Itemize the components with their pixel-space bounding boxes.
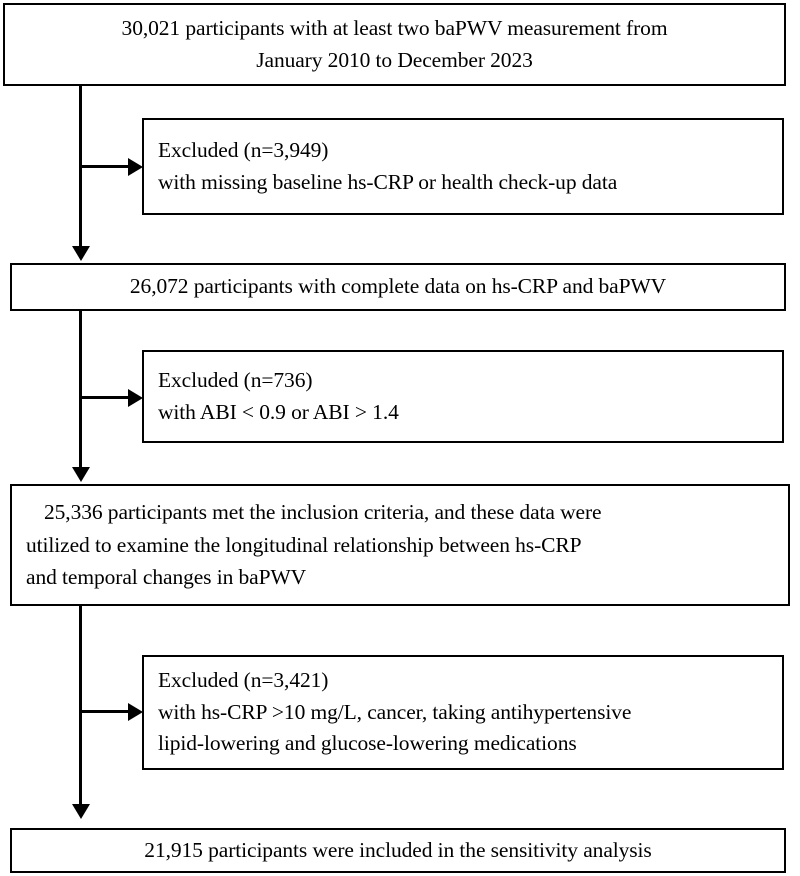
node-sensitivity-analysis-line-1: 21,915 participants were included in the…: [144, 837, 652, 862]
node-excluded-2-line-1: Excluded (n=736): [158, 368, 313, 393]
node-excluded-3-line-1: Excluded (n=3,421): [158, 668, 329, 693]
connector-branch-3: [79, 710, 129, 713]
node-included-analysis: 25,336 participants met the inclusion cr…: [10, 484, 790, 606]
node-excluded-3: Excluded (n=3,421) with hs-CRP >10 mg/L,…: [142, 655, 784, 770]
node-excluded-3-line-3: lipid-lowering and glucose-lowering medi…: [158, 731, 577, 756]
node-excluded-2: Excluded (n=736) with ABI < 0.9 or ABI >…: [142, 350, 784, 443]
node-sensitivity-analysis: 21,915 participants were included in the…: [10, 828, 786, 873]
node-enrolled-line-1: 30,021 participants with at least two ba…: [121, 16, 668, 41]
connector-arrow-to-excluded-1: [128, 157, 143, 176]
node-excluded-3-line-2: with hs-CRP >10 mg/L, cancer, taking ant…: [158, 699, 632, 724]
node-excluded-1-line-1: Excluded (n=3,949): [158, 138, 329, 163]
connector-arrow-to-excluded-3: [128, 702, 143, 721]
node-complete-data-line-1: 26,072 participants with complete data o…: [129, 274, 667, 299]
node-complete-data: 26,072 participants with complete data o…: [10, 263, 786, 311]
connector-trunk-2: [79, 311, 82, 467]
connector-arrow-to-included-analysis: [71, 467, 90, 482]
node-excluded-1: Excluded (n=3,949) with missing baseline…: [142, 118, 784, 215]
node-enrolled-participants: 30,021 participants with at least two ba…: [3, 3, 786, 86]
connector-branch-2: [79, 396, 129, 399]
node-included-analysis-line-1: 25,336 participants met the inclusion cr…: [44, 499, 602, 524]
connector-arrow-to-sensitivity-analysis: [71, 804, 90, 819]
connector-arrow-to-excluded-2: [128, 388, 143, 407]
node-included-analysis-line-3: and temporal changes in baPWV: [26, 565, 307, 590]
connector-arrow-to-complete-data: [71, 246, 90, 261]
node-included-analysis-line-2: utilized to examine the longitudinal rel…: [26, 532, 582, 557]
node-excluded-2-line-2: with ABI < 0.9 or ABI > 1.4: [158, 399, 399, 424]
connector-branch-1: [79, 165, 129, 168]
node-enrolled-line-2: January 2010 to December 2023: [256, 47, 533, 72]
connector-trunk-3: [79, 606, 82, 804]
node-excluded-1-line-2: with missing baseline hs-CRP or health c…: [158, 169, 618, 194]
